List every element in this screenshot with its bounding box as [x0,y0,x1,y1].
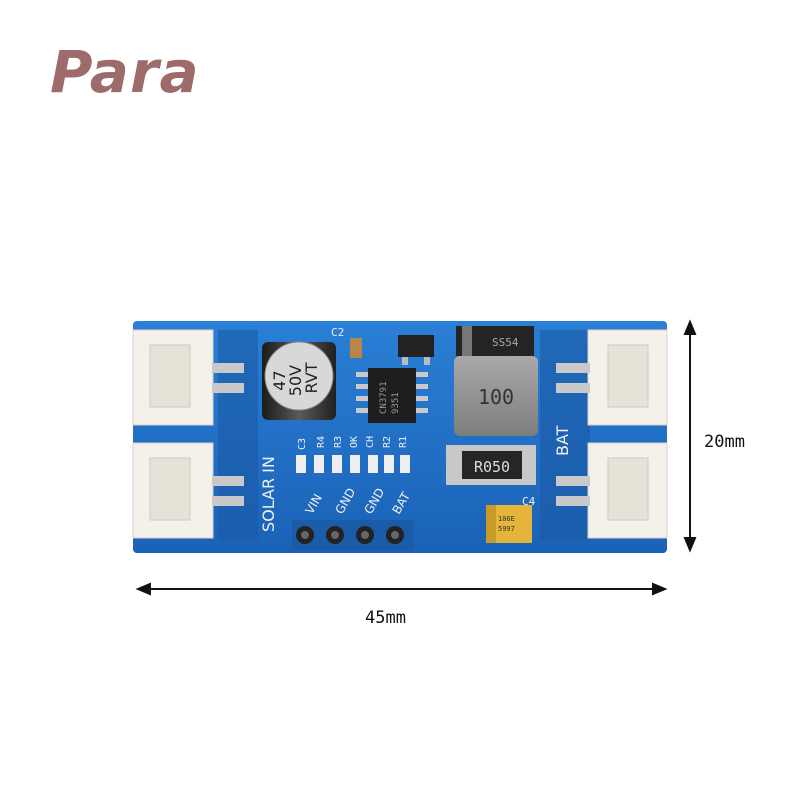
silk-c2: C2 [331,326,344,339]
electrolytic-capacitor: 47 50V RVT [262,341,336,420]
silk-r4: R4 [316,436,327,448]
brand-logo: Para [50,38,200,106]
left-connector-bottom [132,442,244,539]
silk-ch: CH [365,436,376,448]
silk-bat: BAT [553,425,572,456]
width-dimension-arrow [135,582,668,596]
silk-ok: OK [349,436,360,448]
inductor-text: 100 [478,385,514,409]
ic-text-1: CN3791 [379,381,389,414]
current-sense-resistor: R050 [446,445,536,485]
height-label: 20mm [704,432,745,452]
pin-header [292,520,414,550]
diode: SS54 [456,326,534,356]
svg-text:106E 5997: 106E 5997 [498,515,519,533]
capacitor-text-1: 47 [270,370,289,390]
ic-chip: CN3791 9351 [356,368,428,423]
tantalum-text-2: 5997 [498,525,515,533]
silk-solar-in: SOLAR IN [259,456,278,532]
tantalum-text-1: 106E [498,515,515,523]
height-dimension-arrow [683,319,697,553]
svg-text:47 50V RVT: 47 50V RVT [270,360,321,396]
width-label: 45mm [365,608,406,628]
inductor: 100 [454,356,538,436]
silk-c4: C4 [522,495,536,508]
capacitor-text-2: 50V [286,365,305,396]
resistor-text: R050 [474,458,510,476]
silk-r3: R3 [333,436,344,448]
silk-r2: R2 [382,436,393,448]
diode-text: SS54 [492,336,519,349]
left-connector-top [132,329,244,426]
ic-text-2: 9351 [391,392,401,414]
silk-r1: R1 [398,436,409,448]
silk-c3: C3 [297,438,308,450]
right-connector-bottom [556,442,668,539]
tantalum-capacitor: 106E 5997 [486,505,532,543]
svg-text:CN3791 9351: CN3791 9351 [379,376,401,414]
right-connector-top [556,329,668,426]
capacitor-text-3: RVT [302,362,321,393]
